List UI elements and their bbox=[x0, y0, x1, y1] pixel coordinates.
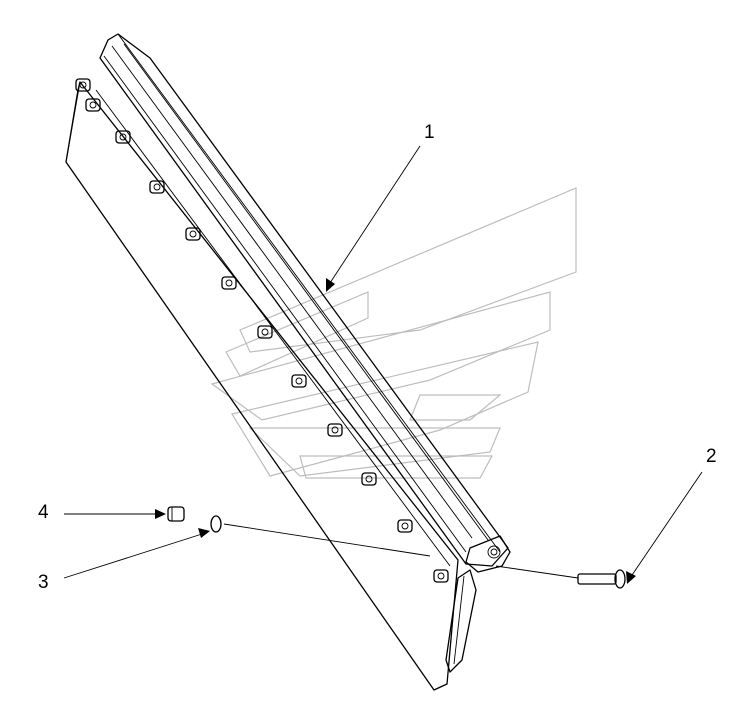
bolt-icon bbox=[327, 423, 343, 437]
bolt-icon bbox=[495, 565, 626, 589]
bolt-icon bbox=[185, 227, 201, 241]
callout-4: 4 bbox=[38, 502, 49, 523]
watermark-logo-icon bbox=[210, 187, 577, 479]
bolt-icon bbox=[257, 325, 273, 339]
bolt-icon bbox=[397, 519, 413, 533]
cutting-edge-bar bbox=[95, 33, 509, 567]
end-bracket bbox=[445, 535, 511, 673]
bolt-icon bbox=[75, 78, 91, 92]
leader-1 bbox=[327, 145, 421, 287]
blade-plate bbox=[65, 81, 459, 691]
callout-3: 3 bbox=[38, 572, 49, 593]
bolt-icon bbox=[433, 569, 449, 583]
washer-icon bbox=[210, 515, 222, 533]
bolt-row bbox=[75, 78, 449, 583]
leader-3 bbox=[63, 533, 203, 579]
bolt-icon bbox=[291, 374, 307, 388]
bolt-icon bbox=[221, 276, 237, 290]
assembly-line-left bbox=[223, 523, 431, 557]
bolt-icon bbox=[361, 472, 377, 486]
nut-icon bbox=[167, 506, 185, 522]
arrowhead-2 bbox=[626, 571, 636, 584]
callout-1: 1 bbox=[424, 122, 435, 143]
bolt-icon bbox=[149, 180, 165, 194]
callout-2: 2 bbox=[706, 446, 717, 467]
leader-2 bbox=[629, 471, 703, 579]
arrowhead-3 bbox=[198, 528, 210, 538]
arrowhead-1 bbox=[326, 278, 335, 292]
bolt-icon bbox=[85, 98, 101, 112]
bolt-icon bbox=[115, 130, 131, 144]
arrowhead-4 bbox=[155, 509, 166, 519]
leader-lines bbox=[63, 145, 703, 584]
